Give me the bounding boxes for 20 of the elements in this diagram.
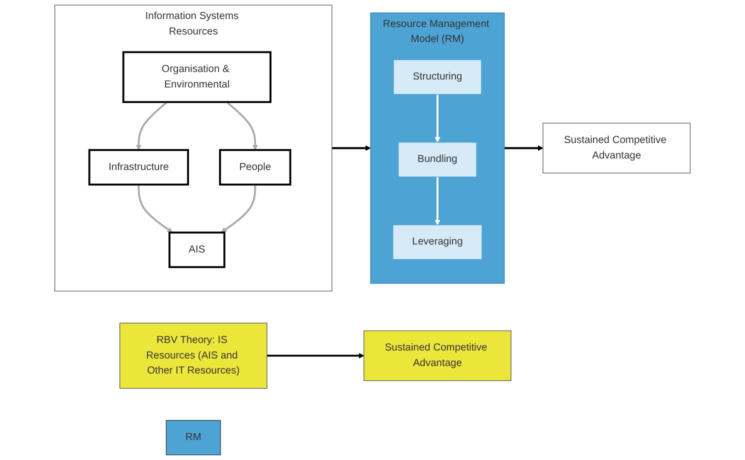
arrow: [332, 145, 371, 151]
node-box: Sustained Competitive Advantage: [542, 122, 690, 174]
arrow: [226, 101, 258, 150]
arrow: [138, 184, 173, 233]
arrow: [434, 176, 440, 226]
arrow: [136, 101, 168, 150]
node-box: RBV Theory: IS Resources (AIS and Other IT Resources): [119, 322, 268, 389]
arrow: [504, 145, 544, 151]
node-box: AIS: [168, 232, 226, 268]
node-box: People: [219, 149, 292, 186]
node-box: Sustained Competitive Advantage: [364, 330, 512, 381]
arrow: [266, 352, 364, 359]
node-box: Organisation & Environmental: [122, 51, 272, 103]
arrow: [434, 94, 440, 143]
node-box: Bundling: [398, 142, 477, 178]
node-box: Leveraging: [392, 224, 482, 260]
node-box: Infrastructure: [88, 149, 189, 186]
node-box: Structuring: [393, 60, 482, 95]
arrow: [221, 184, 256, 233]
node-box: RM: [166, 420, 221, 456]
